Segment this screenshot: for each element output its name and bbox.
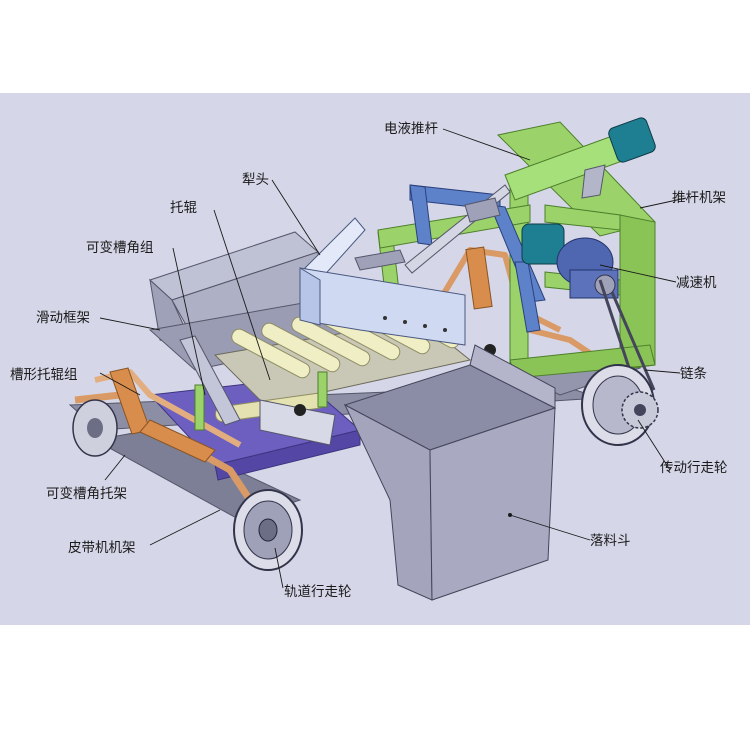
black-pivot-1 bbox=[294, 404, 306, 416]
leader-chain bbox=[644, 369, 681, 374]
sliding-clamp bbox=[259, 399, 336, 446]
label-belt-frame: 皮带机机架 bbox=[68, 540, 136, 556]
drive-wheel bbox=[581, 364, 659, 446]
plow-bolt-4 bbox=[443, 328, 447, 332]
idler-roller-1 bbox=[231, 328, 311, 379]
plow-head-group bbox=[299, 217, 466, 346]
hopper-left-face bbox=[343, 403, 433, 601]
sliding-rod bbox=[179, 335, 241, 426]
hopper-back-panel bbox=[469, 344, 556, 409]
label-rail-wheel: 轨道行走轮 bbox=[284, 584, 352, 600]
pusher-clevis bbox=[464, 197, 501, 223]
rail-wheel-front bbox=[233, 489, 303, 571]
pusher-motor bbox=[608, 117, 656, 163]
label-trough-idler-set: 槽形托辊组 bbox=[10, 367, 78, 383]
plow-mount bbox=[354, 249, 406, 271]
label-variable-trough-set: 可变槽角组 bbox=[86, 240, 154, 256]
orange-roll-right bbox=[465, 246, 493, 310]
leader-pusher bbox=[442, 128, 531, 161]
leader-drive-wheel bbox=[637, 419, 671, 471]
label-plow-head: 犁头 bbox=[242, 172, 269, 188]
label-drive-wheel: 传动行走轮 bbox=[660, 460, 728, 476]
plow-bolt-2 bbox=[403, 320, 407, 324]
label-pusher-actuator: 电液推杆 bbox=[384, 121, 438, 137]
green-post-mid bbox=[317, 371, 328, 408]
rail-wheel-front-hub bbox=[258, 518, 278, 542]
drive-wheel-hub bbox=[634, 404, 646, 416]
pusher-actuator-group bbox=[404, 117, 656, 274]
leader-lines bbox=[99, 128, 687, 589]
plow-bolt-3 bbox=[423, 324, 427, 328]
plow-head-edge bbox=[299, 267, 321, 326]
leader-pusher-frame bbox=[639, 197, 687, 209]
leader-idler bbox=[213, 209, 271, 381]
labels: 电液推杆 推杆机架 犁头 托辊 可变槽角组 滑动框架 槽形托辊组 可变槽角托架 … bbox=[10, 121, 728, 600]
leader-variable-bracket bbox=[104, 454, 126, 481]
variable-trough-bracket-group bbox=[74, 367, 253, 502]
leader-trough-idler bbox=[99, 372, 141, 396]
leader-hopper bbox=[509, 514, 591, 541]
orange-idler-roll-mid bbox=[139, 419, 216, 463]
pusher-mount bbox=[581, 164, 606, 199]
green-frame-inner-1 bbox=[544, 204, 621, 231]
rail-wheel-back-left bbox=[72, 399, 118, 457]
plow-bolt-1 bbox=[383, 316, 387, 320]
leader-sliding-frame bbox=[99, 317, 161, 331]
leader-reducer bbox=[599, 264, 677, 283]
reducer-group bbox=[521, 223, 619, 299]
label-idler: 托辊 bbox=[170, 200, 197, 216]
leader-dot-hopper bbox=[508, 513, 512, 517]
leader-belt-frame bbox=[149, 509, 221, 546]
leader-plow bbox=[271, 179, 321, 256]
label-reducer: 减速机 bbox=[676, 275, 717, 291]
rail-wheel-back-left-hub bbox=[87, 418, 103, 438]
label-sliding-frame: 滑动框架 bbox=[36, 310, 90, 326]
hopper-front-face bbox=[429, 407, 556, 601]
green-trough-pieces bbox=[194, 371, 328, 431]
label-variable-trough-bracket: 可变槽角托架 bbox=[46, 486, 127, 502]
idler-roller-3 bbox=[291, 316, 371, 367]
label-chain: 链条 bbox=[680, 365, 708, 382]
reducer-motor bbox=[521, 223, 565, 265]
label-hopper: 落料斗 bbox=[590, 533, 631, 549]
chain-strand-2 bbox=[610, 291, 656, 391]
idler-roller-2 bbox=[261, 322, 341, 373]
green-post-left bbox=[194, 384, 205, 431]
leader-rail-wheel bbox=[274, 547, 284, 589]
leader-variable-trough bbox=[172, 247, 206, 396]
label-pusher-frame: 推杆机架 bbox=[672, 190, 726, 206]
hopper-group bbox=[343, 344, 557, 601]
